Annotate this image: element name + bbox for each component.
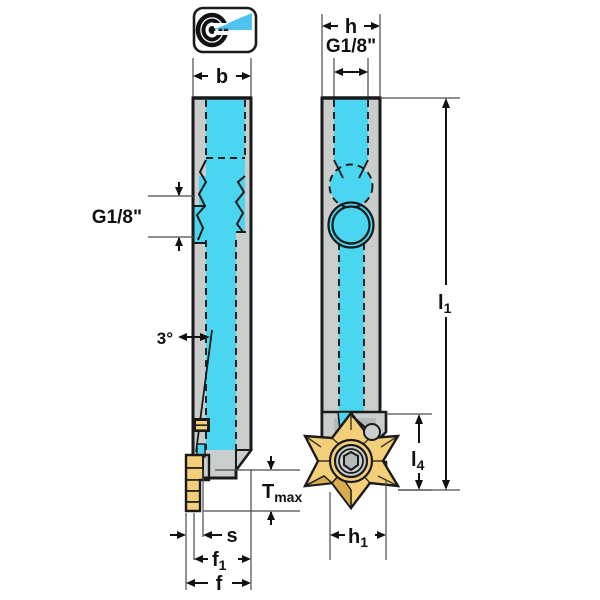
right-view-h-extension-lines: [321, 14, 381, 100]
dimension-l4: l4: [386, 413, 433, 491]
precision-coolant-icon: [192, 6, 258, 54]
right-view-bottom-extension-lines: [329, 480, 387, 560]
dimension-f1: f1: [194, 546, 251, 573]
dimension-g18-right-label: G1/8": [326, 36, 376, 57]
left-view-bottom-extension-lines: [185, 470, 252, 590]
right-view-head: [302, 410, 401, 511]
dimension-l1: l1: [380, 97, 460, 491]
dimension-f-label: f: [216, 573, 223, 595]
right-view-shank: [320, 96, 382, 442]
dimension-f: f: [186, 570, 251, 595]
dimension-b-label: b: [216, 66, 228, 88]
dimension-h: h: [322, 13, 380, 38]
right-view-hidden-edges: [328, 100, 374, 424]
dimension-l4-label: l4: [411, 449, 425, 473]
left-view-b-extension-lines: [192, 58, 252, 100]
threading-insert: [302, 411, 401, 511]
left-view-break-lines: [195, 159, 246, 241]
dimension-b: b: [193, 63, 251, 89]
left-view-insert: [184, 418, 253, 513]
left-view-hidden-edges: [205, 100, 246, 450]
dimension-h-label: h: [345, 16, 357, 38]
dimension-s: s: [170, 525, 238, 547]
right-view-coolant-ball: [327, 201, 375, 249]
dimension-g18-left-label: G1/8": [92, 207, 142, 228]
dimension-h1: h1: [330, 521, 386, 550]
dimension-g18-right: G1/8": [326, 36, 376, 100]
dimension-f1-label: f1: [212, 549, 227, 573]
dimension-s-label: s: [226, 525, 237, 547]
dimension-g18-left: G1/8": [92, 182, 195, 251]
dimension-l1-label: l1: [438, 292, 452, 316]
dimension-tmax-label: Tmax: [262, 481, 302, 505]
dimension-h1-label: h1: [348, 526, 368, 550]
dimension-angle-label: 3°: [157, 329, 173, 348]
